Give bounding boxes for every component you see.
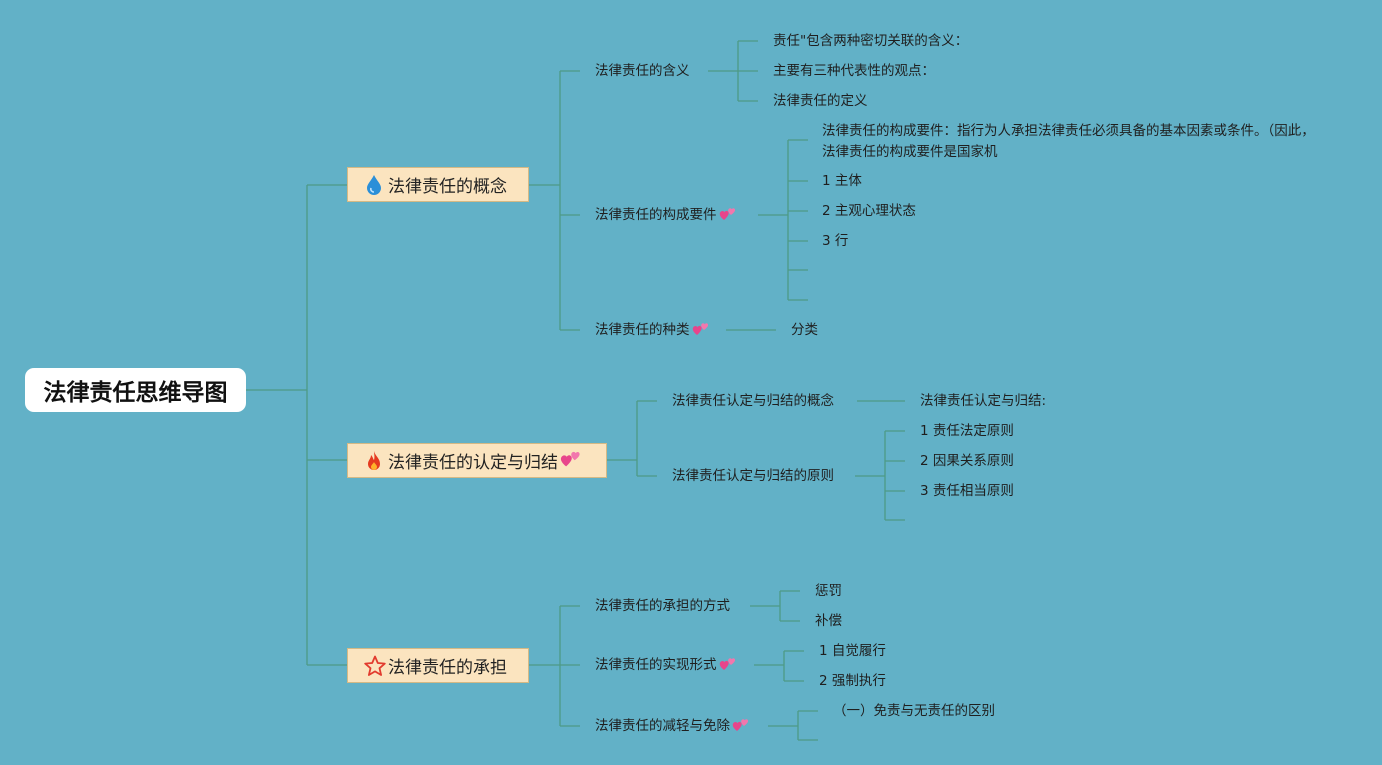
leaf-punishment[interactable]: 惩罚 (815, 583, 842, 599)
leaf-exemption-difference[interactable]: （一）免责与无责任的区别 (833, 703, 995, 719)
branch-concept-label: 法律责任的概念 (388, 177, 507, 197)
leaf-voluntary[interactable]: 1 自觉履行 (819, 643, 886, 659)
link-b3c1 (750, 590, 800, 622)
two-hearts-icon (719, 657, 737, 671)
root-label: 法律责任思维导图 (43, 380, 228, 406)
link-b1c2 (758, 139, 808, 301)
link-b3c2 (754, 650, 804, 682)
branch-concept[interactable]: 法律责任的概念 (347, 167, 529, 202)
node-meaning[interactable]: 法律责任的含义 (595, 63, 690, 79)
star-outline-icon (364, 655, 386, 677)
link-b1 (529, 70, 580, 331)
leaf-elements-definition[interactable]: 法律责任的构成要件：指行为人承担法律责任必须具备的基本因素或条件。（因此，法律责… (822, 123, 1315, 160)
two-hearts-icon (692, 322, 710, 336)
node-realization[interactable]: 法律责任的实现形式 (595, 657, 737, 674)
fire-icon (364, 450, 384, 472)
node-bearing-methods[interactable]: 法律责任的承担的方式 (595, 598, 730, 614)
leaf-meaning-1[interactable]: 责任"包含两种密切关联的含义： (773, 33, 969, 49)
leaf-determination-concept[interactable]: 法律责任认定与归结: (920, 393, 1047, 409)
leaf-meaning-2[interactable]: 主要有三种代表性的观点： (773, 63, 935, 79)
link-b1c1 (708, 40, 758, 102)
droplet-icon (364, 174, 384, 196)
leaf-principle-3[interactable]: 3 责任相当原则 (920, 483, 1014, 499)
two-hearts-icon (719, 207, 737, 221)
leaf-enforcement[interactable]: 2 强制执行 (819, 673, 886, 689)
branch-bearing-label: 法律责任的承担 (388, 658, 507, 678)
leaf-compensation[interactable]: 补偿 (815, 613, 842, 629)
link-b3 (529, 605, 580, 727)
link-b2c2 (855, 430, 905, 521)
node-determination-principles[interactable]: 法律责任认定与归结的原则 (672, 468, 834, 484)
two-hearts-icon (732, 718, 750, 732)
branch-determination-label: 法律责任的认定与归结 (388, 453, 558, 473)
link-b2 (607, 400, 657, 477)
root-node[interactable]: 法律责任思维导图 (25, 368, 246, 412)
node-mitigation[interactable]: 法律责任的减轻与免除 (595, 718, 750, 735)
link-b3c3 (768, 710, 818, 741)
branch-bearing[interactable]: 法律责任的承担 (347, 648, 529, 683)
leaf-principle-1[interactable]: 1 责任法定原则 (920, 423, 1014, 439)
link-root (246, 184, 348, 666)
leaf-elements-3[interactable]: 3 行 (822, 233, 849, 249)
leaf-principle-2[interactable]: 2 因果关系原则 (920, 453, 1014, 469)
leaf-types-classification[interactable]: 分类 (791, 322, 818, 338)
two-hearts-icon (560, 450, 580, 472)
leaf-elements-1[interactable]: 1 主体 (822, 173, 862, 189)
branch-determination[interactable]: 法律责任的认定与归结 (347, 443, 607, 478)
node-elements[interactable]: 法律责任的构成要件 (595, 207, 737, 224)
leaf-meaning-3[interactable]: 法律责任的定义 (773, 93, 868, 109)
node-types[interactable]: 法律责任的种类 (595, 322, 710, 339)
leaf-elements-2[interactable]: 2 主观心理状态 (822, 203, 916, 219)
node-determination-concept[interactable]: 法律责任认定与归结的概念 (672, 393, 834, 409)
